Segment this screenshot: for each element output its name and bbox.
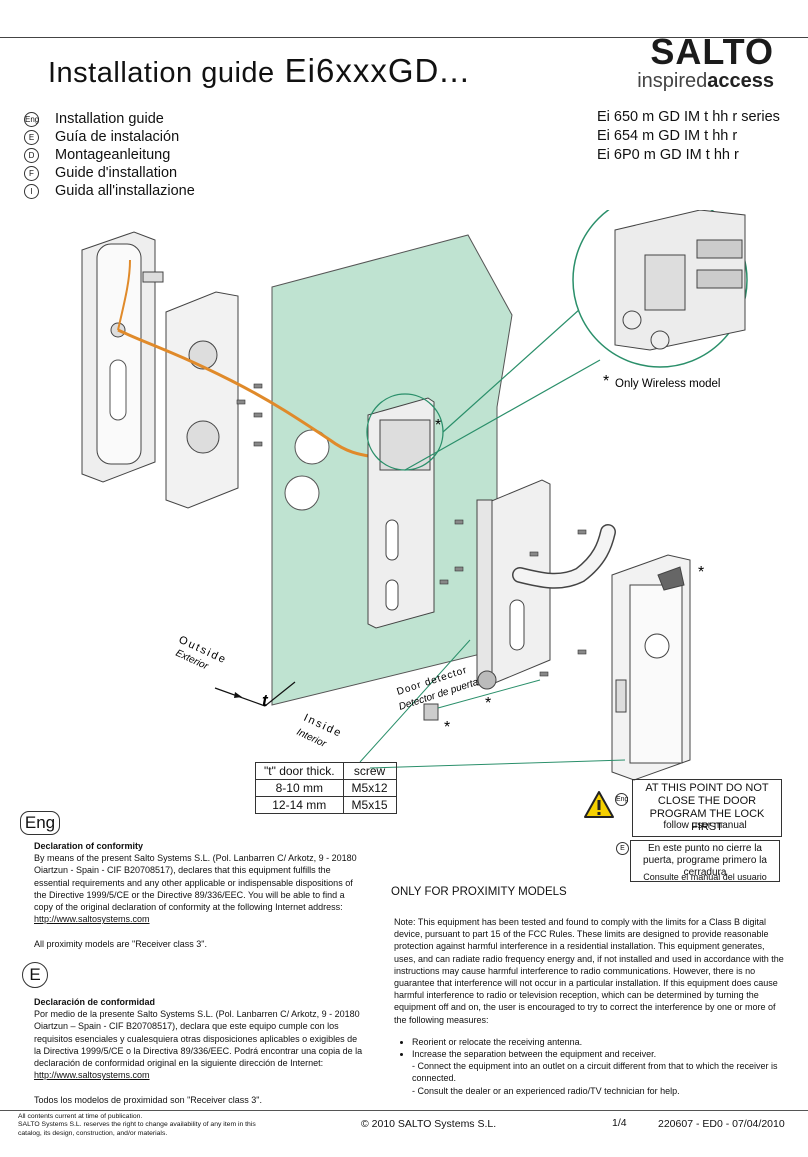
lang-code-badge: I xyxy=(24,183,39,199)
series-item: Ei 6P0 m GD IM t hh r xyxy=(597,147,739,163)
table-header: "t" door thick. xyxy=(255,762,344,780)
es-section-tag: E xyxy=(22,962,48,988)
es-receiver-class: Todos los modelos de proximidad son "Rec… xyxy=(34,1095,262,1106)
warning-es-badge: E xyxy=(616,842,629,855)
eng-declaration-body: By means of the present Salto Systems S.… xyxy=(34,853,357,913)
top-rule xyxy=(0,37,808,38)
footer-rule xyxy=(0,1110,808,1111)
series-item: Ei 650 m GD IM t hh r series xyxy=(597,109,780,125)
door-hole-lower xyxy=(284,475,320,511)
copyright: © 2010 SALTO Systems S.L. xyxy=(361,1118,497,1130)
list-item: Increase the separation between the equi… xyxy=(412,1048,784,1060)
star-marker: * xyxy=(444,719,450,736)
table-cell: M5x12 xyxy=(342,779,397,797)
fcc-note: Note: This equipment has been tested and… xyxy=(394,917,784,1025)
tagline-light: inspired xyxy=(637,70,708,92)
disclaimer-line: All contents current at time of publicat… xyxy=(18,1113,143,1120)
lang-code-badge: Eng xyxy=(24,111,39,127)
backing-plate xyxy=(165,291,239,509)
table-cell: 8-10 mm xyxy=(255,779,344,797)
title-text: Installation guide xyxy=(48,57,275,89)
tagline-bold: access xyxy=(707,70,774,92)
star-marker: * xyxy=(435,417,441,434)
series-item: Ei 654 m GD IM t hh r xyxy=(597,128,738,144)
t-dimension-label: t xyxy=(262,691,269,710)
warning-icon xyxy=(584,791,614,818)
lang-code-badge: F xyxy=(24,165,39,181)
es-declaration-body: Por medio de la presente Salto Systems S… xyxy=(34,1009,363,1069)
brand-name: SALTO xyxy=(650,31,774,72)
door-detector xyxy=(423,703,439,721)
warning-lang-badge: Eng xyxy=(615,793,628,806)
door-hole-upper xyxy=(294,429,330,465)
star-marker: * xyxy=(698,564,704,581)
language-item: F Guide d'installation xyxy=(24,164,195,182)
language-item: E Guía de instalación xyxy=(24,128,195,146)
eng-declaration: Declaration of conformity By means of th… xyxy=(34,840,364,951)
language-list: Eng Installation guide E Guía de instalaci… xyxy=(24,110,195,200)
follow-manual-note: follow user manual xyxy=(663,820,747,831)
model-series-list: Ei 650 m GD IM t hh r series Ei 654 m GD… xyxy=(597,108,780,165)
table-header: screw xyxy=(342,762,397,780)
list-item: - Connect the equipment into an outlet o… xyxy=(412,1061,778,1084)
wireless-note: Only Wireless model xyxy=(615,378,720,390)
eng-receiver-class: All proximity models are "Receiver class… xyxy=(34,939,207,950)
es-declaration-heading: Declaración de conformidad xyxy=(34,997,156,1007)
installation-diagram: * * * * * Only Wireless model Outside Ex… xyxy=(81,210,748,781)
star-marker: * xyxy=(603,373,609,390)
proximity-note: Note: This equipment has been tested and… xyxy=(394,916,784,1097)
language-label: Guía de instalación xyxy=(55,129,180,145)
proximity-title: ONLY FOR PROXIMITY MODELS xyxy=(391,886,567,898)
thickness-table: "t" door thick. screw 8-10 mm M5x12 12-1… xyxy=(255,762,397,814)
disclaimer-line: SALTO Systems S.L. reserves the right to… xyxy=(18,1121,256,1137)
list-item: - Consult the dealer or an experienced r… xyxy=(412,1085,680,1096)
language-label: Installation guide xyxy=(55,111,164,127)
measures-list: Reorient or relocate the receiving anten… xyxy=(394,1036,784,1097)
language-item: Eng Installation guide xyxy=(24,110,195,128)
lang-code-badge: E xyxy=(24,129,39,145)
table-row: 12-14 mm M5x15 xyxy=(255,796,397,814)
list-item: Reorient or relocate the receiving anten… xyxy=(412,1036,784,1048)
language-label: Montageanleitung xyxy=(55,147,171,163)
warning-box: AT THIS POINT DO NOT CLOSE THE DOOR PROG… xyxy=(632,779,782,837)
es-declaration: Declaración de conformidad Por medio de … xyxy=(34,996,364,1107)
table-cell: 12-14 mm xyxy=(255,796,344,814)
language-label: Guida all'installazione xyxy=(55,183,195,199)
language-item: D Montageanleitung xyxy=(24,146,195,164)
table-header-row: "t" door thick. screw xyxy=(255,762,397,780)
es-website-link[interactable]: http://www.saltosystems.com xyxy=(34,1070,150,1081)
lang-code-badge: D xyxy=(24,147,39,163)
page-number: 1/4 xyxy=(612,1117,627,1129)
salto-logo: SALTO inspiredaccess xyxy=(624,31,774,93)
cable xyxy=(117,328,381,460)
footer-disclaimer: All contents current at time of publicat… xyxy=(18,1113,268,1138)
page-title: Installation guide Ei6xxxGD... xyxy=(48,52,470,90)
warning-es-box: En este punto no cierre la puerta, progr… xyxy=(630,840,780,882)
screws xyxy=(236,383,587,677)
eng-declaration-heading: Declaration of conformity xyxy=(34,841,144,851)
table-cell: M5x15 xyxy=(342,796,397,814)
eng-section-tag: Eng xyxy=(20,811,60,835)
model-code: Ei6xxxGD... xyxy=(284,52,470,89)
brand-tagline: inspiredaccess xyxy=(624,70,774,92)
language-label: Guide d'installation xyxy=(55,165,178,181)
document-reference: 220607 - ED0 - 07/04/2010 xyxy=(658,1118,785,1130)
table-row: 8-10 mm M5x12 xyxy=(255,779,397,797)
eng-website-link[interactable]: http://www.saltosystems.com xyxy=(34,914,150,925)
star-marker: * xyxy=(485,695,491,712)
language-item: I Guida all'installazione xyxy=(24,182,195,200)
consulte-manual-note: Consulte el manual del usuario xyxy=(643,872,767,882)
